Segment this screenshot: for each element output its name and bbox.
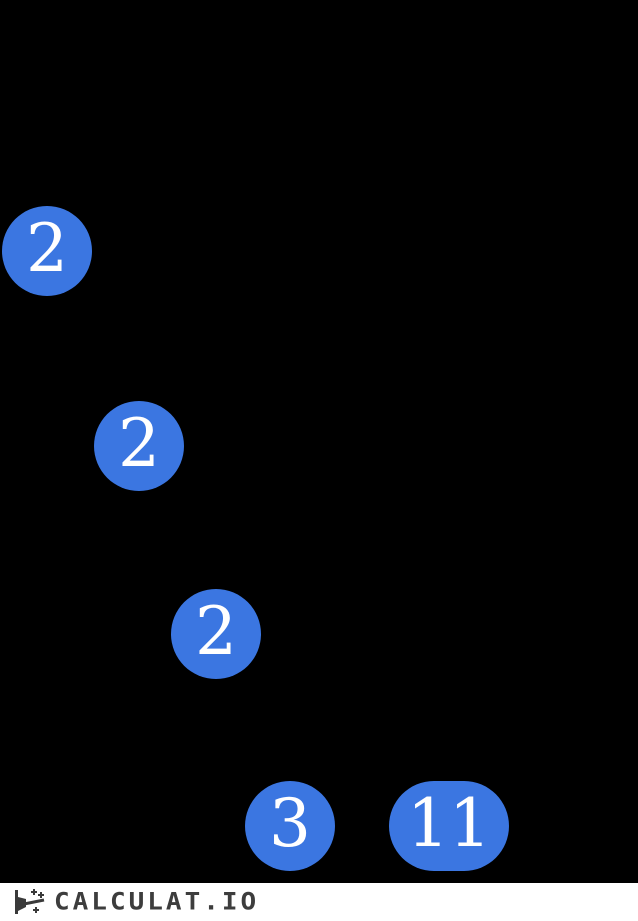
tree-node-prime-2b: 2 [94,401,184,491]
tree-node-prime-3: 3 [245,781,335,871]
tree-node-prime-2a: 2 [2,206,92,296]
node-value: 2 [118,405,160,482]
brand-footer: CALCULAT.IO [0,883,638,921]
tree-node-prime-2c: 2 [171,589,261,679]
tree-node-prime-11: 11 [389,781,509,871]
snap-hand-icon [13,887,49,917]
node-value: 11 [407,785,491,862]
brand-text: CALCULAT.IO [54,888,260,916]
node-value: 3 [269,785,311,862]
node-value: 2 [26,210,68,287]
node-value: 2 [195,593,237,670]
